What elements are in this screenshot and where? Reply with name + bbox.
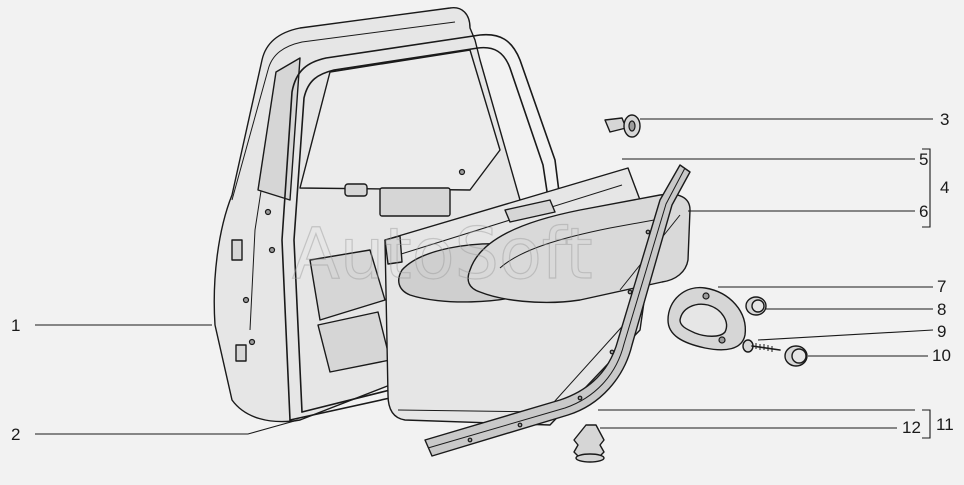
callout-4: 4 [940,178,949,197]
callout-6: 6 [919,202,928,221]
callout-8: 8 [937,300,946,319]
callout-11: 11 [936,415,954,434]
callout-5: 5 [919,150,928,169]
callout-2: 2 [11,425,20,444]
callout-10: 10 [932,346,951,365]
callout-1: 1 [11,316,20,335]
leader-lines [35,118,934,439]
callout-9: 9 [937,322,946,341]
handle-bezel [667,286,746,351]
callout-7: 7 [937,277,946,296]
screw-part [742,339,781,353]
callout-12: 12 [902,418,921,437]
armrest-panel [467,193,691,304]
watermark-text: AutoSoft [292,213,593,295]
cap-part-8 [745,296,767,316]
callout-3: 3 [940,110,949,129]
cap-part-10 [784,345,808,367]
door-seal [281,33,561,421]
lower-seal-strip [424,164,691,457]
push-clip [573,424,605,463]
clip-part [604,114,641,138]
